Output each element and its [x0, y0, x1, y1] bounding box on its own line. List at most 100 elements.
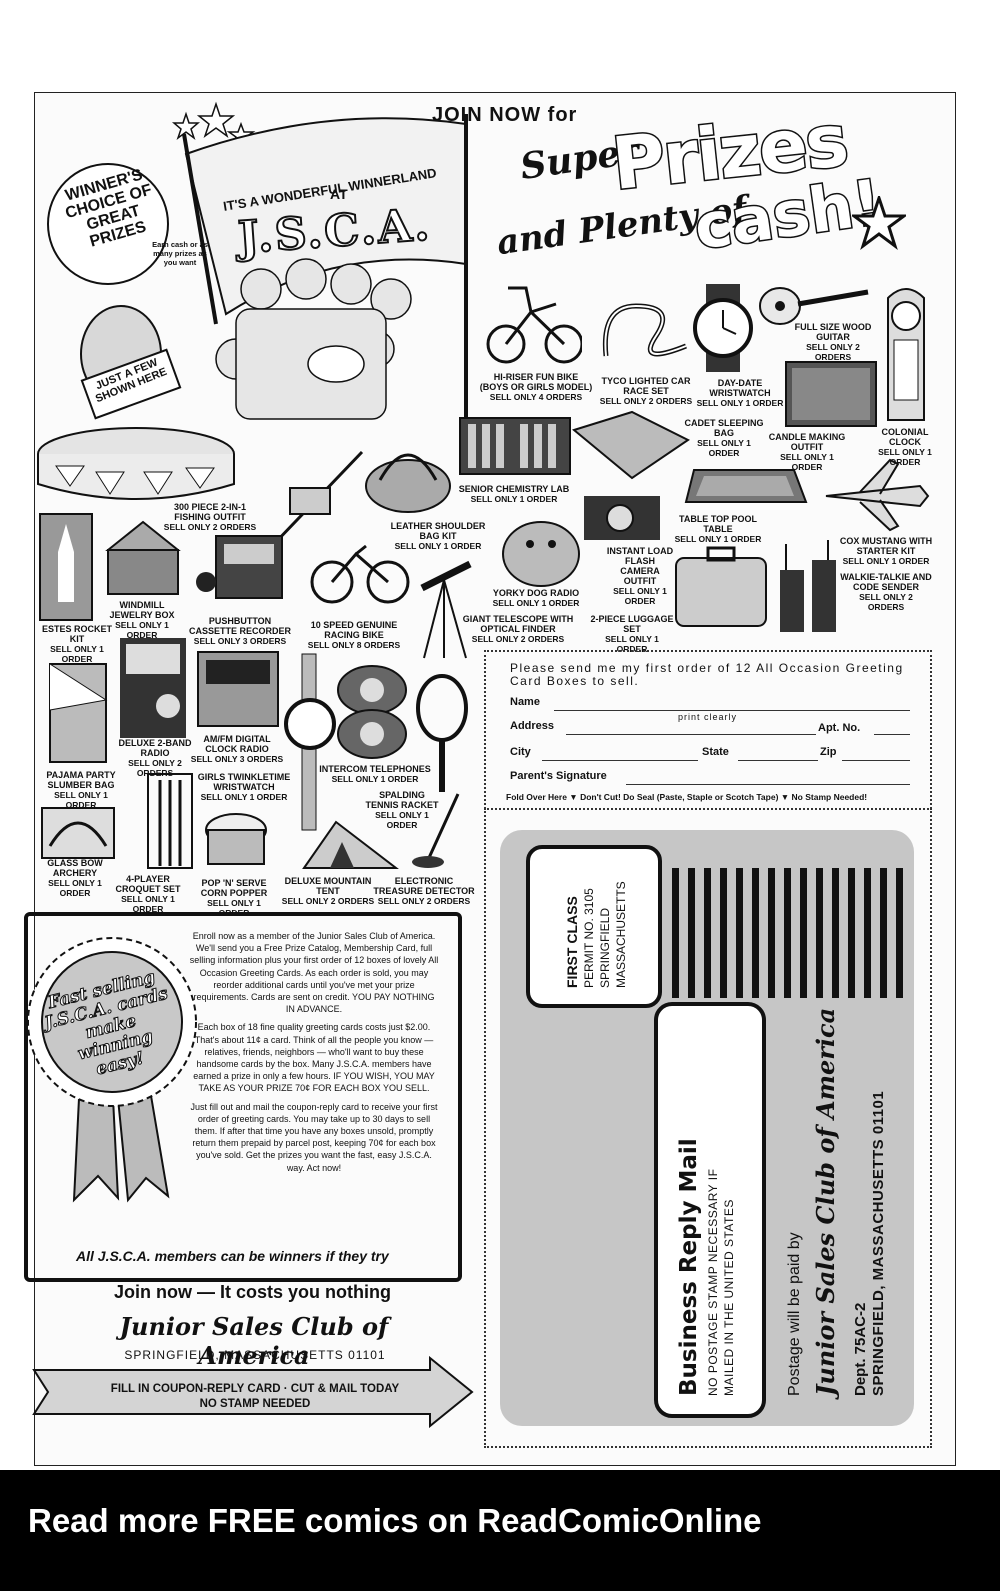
permit-state-text: MASSACHUSETTS — [614, 881, 628, 988]
parent-signature-field[interactable] — [626, 784, 910, 785]
prize-sleeping-bag: CADET SLEEPING BAGSell Only 1 Order — [684, 418, 764, 458]
pool-table-image — [684, 469, 808, 503]
parent-signature-label: Parent's Signature — [510, 770, 607, 782]
prize-racing-bike: 10 SPEED GENUINE RACING BIKESell Only 8 … — [307, 620, 401, 650]
prize-intercom: INTERCOM TELEPHONESSell Only 1 Order — [319, 764, 431, 784]
telescope-image — [420, 560, 472, 659]
prize-two-band-radio: DELUXE 2-BAND RADIOSell Only 2 Orders — [118, 738, 192, 778]
mailed-in-text: MAILED IN THE UNITED STATES — [722, 1199, 736, 1396]
apt-field[interactable] — [874, 734, 910, 735]
sleeping-bag-image — [572, 410, 690, 480]
footer-link-text[interactable]: Read more FREE comics on ReadComicOnline — [28, 1502, 762, 1539]
prize-slumber-bag: PAJAMA PARTY SLUMBER BAGSell Only 1 Orde… — [46, 770, 116, 810]
yorky-radio-image — [502, 521, 580, 587]
girls-wristwatch-image — [284, 653, 336, 831]
prize-rocket-kit: ESTES ROCKET KITSell Only 1 Order — [41, 624, 112, 664]
slumber-bag-image — [49, 663, 108, 763]
address-label: Address — [510, 720, 555, 732]
prize-colonial-clock: COLONIAL CLOCKSell Only 1 Order — [878, 427, 932, 467]
prize-walkie-talkie: WALKIE-TALKIE AND CODE SENDERSell Only 2… — [840, 572, 932, 612]
prize-archery: GLASS BOW ARCHERYSell Only 1 Order — [47, 858, 103, 898]
corn-popper-image — [205, 813, 267, 865]
croquet-set-image — [147, 773, 193, 869]
postal-bars — [672, 868, 908, 998]
address-field[interactable] — [566, 734, 816, 735]
state-label: State — [702, 746, 729, 758]
tennis-racket-image — [416, 674, 468, 792]
prize-telescope: GIANT TELESCOPE WITH OPTICAL FINDERSell … — [462, 614, 574, 644]
prize-guitar: FULL SIZE WOOD GUITARSell Only 2 Orders — [794, 322, 872, 362]
fold-instructions: Fold Over Here ▼ Don't Cut! Do Seal (Pas… — [506, 792, 868, 802]
race-set-image — [602, 303, 687, 357]
treasure-detector-image — [412, 793, 460, 868]
members-winners-text: All J.S.C.A. members can be winners if t… — [76, 1248, 389, 1264]
envelope-address-text: SPRINGFIELD, MASSACHUSETTS 01101 — [870, 1090, 887, 1396]
print-clearly-hint: print clearly — [678, 712, 738, 722]
wristwatch-image — [693, 284, 753, 372]
name-field[interactable] — [554, 710, 910, 711]
rocket-kit-image — [39, 513, 93, 621]
prize-fishing-outfit: 300 PIECE 2-in-1 FISHING OUTFITSell Only… — [163, 502, 257, 532]
fishing-outfit-image — [272, 450, 364, 546]
prize-yorky-radio: YORKY DOG RADIOSell Only 1 Order — [492, 588, 580, 608]
star-icon — [852, 196, 906, 250]
city-field[interactable] — [542, 760, 698, 761]
club-address-logo: Junior Sales Club of America — [811, 1007, 840, 1396]
prize-race-set: TYCO LIGHTED CAR RACE SETSell Only 2 Ord… — [599, 376, 693, 406]
racing-bike-image — [310, 544, 410, 604]
walkie-talkie-image — [780, 540, 836, 632]
state-field[interactable] — [738, 760, 818, 761]
city-label: City — [510, 746, 531, 758]
prize-bike: HI-RISER FUN BIKE(BOYS OR GIRLS MODEL)Se… — [479, 372, 593, 402]
prize-camera: INSTANT LOAD FLASH CAMERA OUTFITSell Onl… — [606, 546, 674, 606]
enroll-copy: Enroll now as a member of the Junior Sal… — [188, 930, 440, 1180]
coupon-intro: Please send me my first order of 12 All … — [510, 661, 904, 688]
dept-text: Dept. 75AC-2 — [852, 1302, 869, 1396]
guitar-image — [759, 287, 869, 325]
enroll-paragraph-1: Enroll now as a member of the Junior Sal… — [189, 931, 439, 1015]
prize-windmill-box: WINDMILL JEWELRY BOXSell Only 1 Order — [109, 600, 175, 640]
prize-pool-table: TABLE TOP POOL TABLESell Only 1 Order — [674, 514, 762, 544]
arrow-banner-text: FILL IN COUPON-REPLY CARD · CUT & MAIL T… — [60, 1382, 450, 1412]
cassette-recorder-image — [196, 535, 283, 599]
prize-chemistry-lab: SENIOR CHEMISTRY LABSell Only 1 Order — [458, 484, 570, 504]
windmill-box-image — [105, 520, 181, 595]
name-label: Name — [510, 696, 540, 708]
zip-field[interactable] — [842, 760, 910, 761]
business-reply-mail-title: Business Reply Mail — [676, 1138, 702, 1396]
site-footer-banner[interactable]: Read more FREE comics on ReadComicOnline — [0, 1470, 1000, 1591]
intercom-telephones-image — [337, 665, 407, 759]
candle-kit-image — [785, 361, 877, 427]
prize-treasure-detector: ELECTRONIC TREASURE DETECTORSell Only 2 … — [373, 876, 475, 906]
winnerland-illustration — [37, 101, 468, 500]
arrow-line-2: NO STAMP NEEDED — [199, 1398, 311, 1410]
shoulder-bag-image — [365, 453, 451, 513]
arrow-line-1: FILL IN COUPON-REPLY CARD · CUT & MAIL T… — [110, 1383, 400, 1395]
prize-mountain-tent: DELUXE MOUNTAIN TENTSell Only 2 Orders — [281, 876, 375, 906]
earn-cash-text: Earn cash or as many prizes as you want — [152, 240, 208, 267]
colonial-clock-image — [887, 288, 925, 421]
award-ribbon — [28, 937, 197, 1203]
reply-mail-box — [654, 1002, 766, 1418]
coupon-reply-card: Please send me my first order of 12 All … — [484, 650, 932, 809]
enroll-box — [24, 912, 462, 1282]
arrow-banner — [32, 1356, 474, 1428]
zip-label: Zip — [820, 746, 837, 758]
envelope-cut-border — [484, 808, 932, 1448]
luggage-image — [675, 546, 767, 627]
at-text: AT — [330, 186, 348, 202]
apt-label: Apt. No. — [818, 722, 861, 734]
camera-image — [584, 496, 660, 540]
prize-clock-radio: AM/FM DIGITAL CLOCK RADIOSell Only 3 Ord… — [190, 734, 284, 764]
enroll-paragraph-3: Just fill out and mail the coupon-reply … — [190, 1101, 438, 1173]
prize-shoulder-bag: LEATHER SHOULDER BAG KITSell Only 1 Orde… — [390, 521, 486, 551]
prize-wristwatch: DAY-DATE WRISTWATCHSell Only 1 Order — [696, 378, 784, 408]
no-postage-text: NO POSTAGE STAMP NECESSARY IF — [706, 1168, 720, 1396]
join-now-footer-text: Join now — It costs you nothing — [114, 1282, 391, 1302]
permit-box — [526, 845, 662, 1008]
postage-paid-text: Postage will be paid by — [786, 1232, 803, 1396]
prize-girls-wristwatch: GIRLS TWINKLETIME WRISTWATCHSell Only 1 … — [197, 772, 291, 802]
bike-image — [486, 286, 582, 364]
first-class-text: FIRST CLASS — [564, 896, 580, 988]
prize-tennis-racket: SPALDING TENNIS RACKETSell Only 1 Order — [365, 790, 439, 830]
